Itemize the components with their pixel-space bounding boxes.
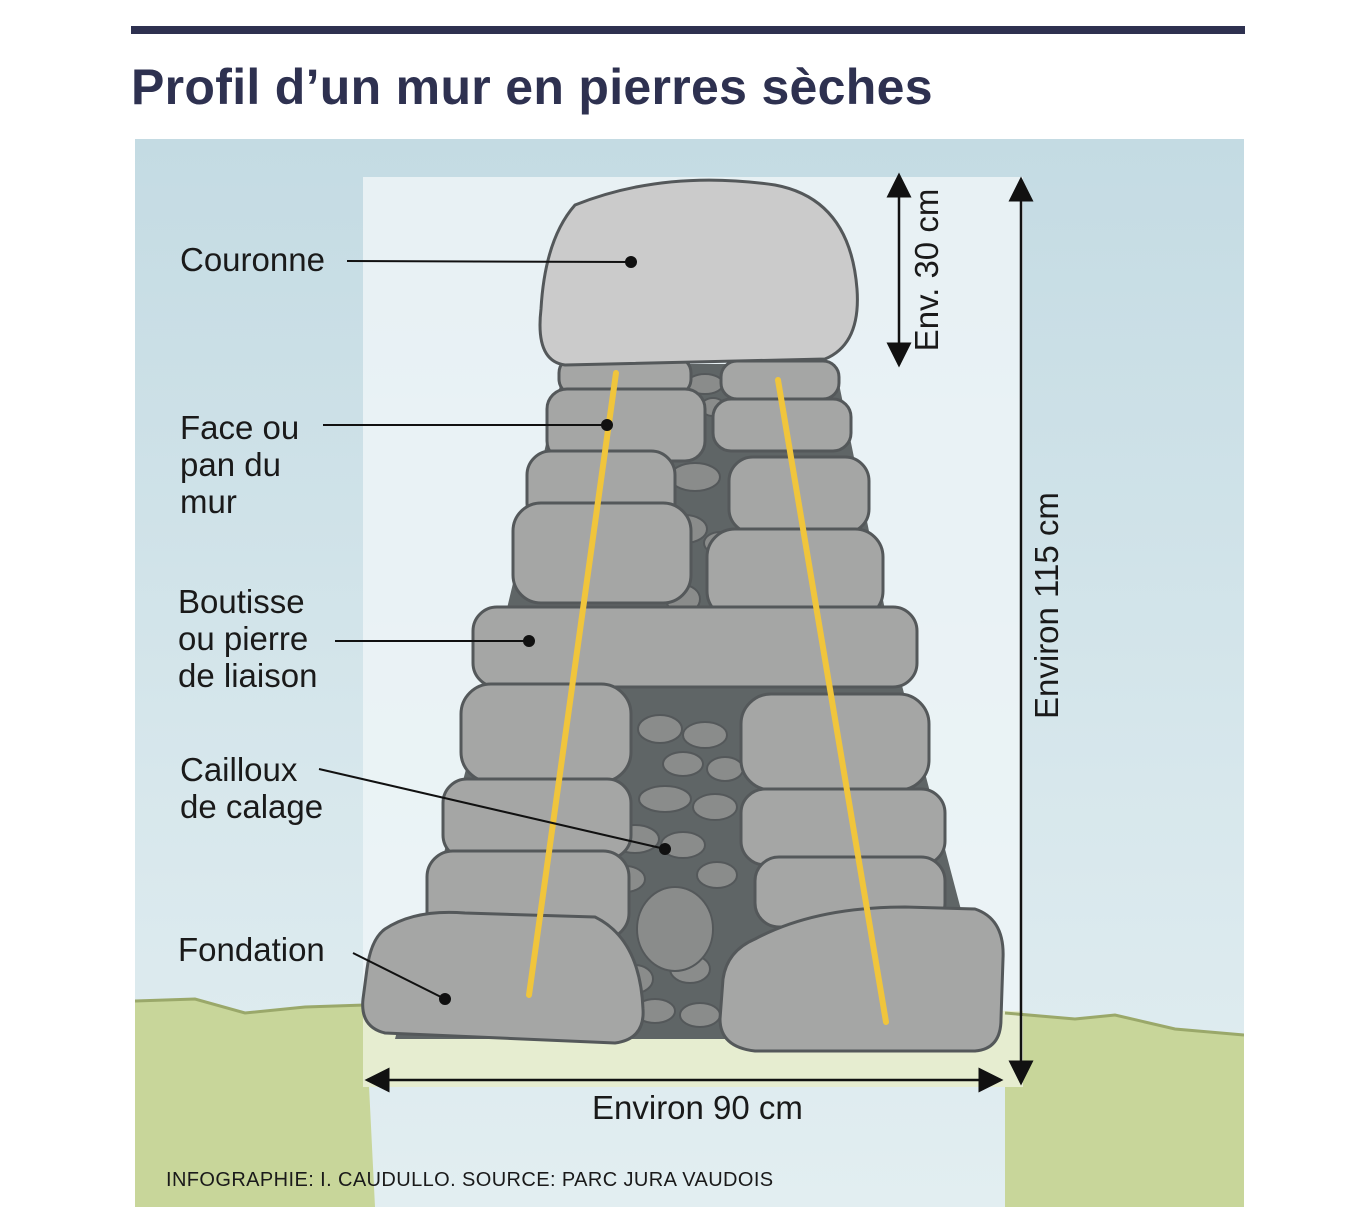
stone <box>511 501 693 605</box>
label-face: Face ou pan du mur <box>180 409 300 520</box>
dimension-crown-height: Env. 30 cm <box>908 188 945 352</box>
ground-right <box>1005 1013 1244 1207</box>
stone-couronne <box>538 178 859 367</box>
leader-lines <box>318 256 671 1005</box>
stone-foundation-left <box>361 910 645 1045</box>
page-title: Profil d’un mur en pierres sèches <box>131 59 933 115</box>
wall-profile-diagram: Couronne Face ou pan du mur Boutisse ou … <box>135 139 1244 1207</box>
dimension-width: Environ 90 cm <box>592 1089 803 1126</box>
stone-foundation-right <box>718 905 1005 1053</box>
batter-line-left <box>526 370 619 998</box>
wall-stones <box>361 355 1005 1053</box>
label-cailloux: Cailloux de calage <box>180 751 324 825</box>
ground <box>135 999 375 1207</box>
top-rule <box>131 26 1245 34</box>
batter-line-right <box>775 377 889 1025</box>
label-boutisse: Boutisse ou pierre de liaison <box>178 583 318 694</box>
ground-edge <box>135 997 1244 1037</box>
label-fondation: Fondation <box>178 931 325 968</box>
diagram-canvas <box>135 172 1244 1207</box>
stone <box>459 682 633 784</box>
stone-boutisse <box>471 605 919 689</box>
label-couronne: Couronne <box>180 241 325 278</box>
stone <box>739 787 947 867</box>
credit-line: INFOGRAPHIE: I. CAUDULLO. SOURCE: PARC J… <box>166 1169 774 1191</box>
dimension-total-height: Environ 115 cm <box>1028 492 1065 719</box>
